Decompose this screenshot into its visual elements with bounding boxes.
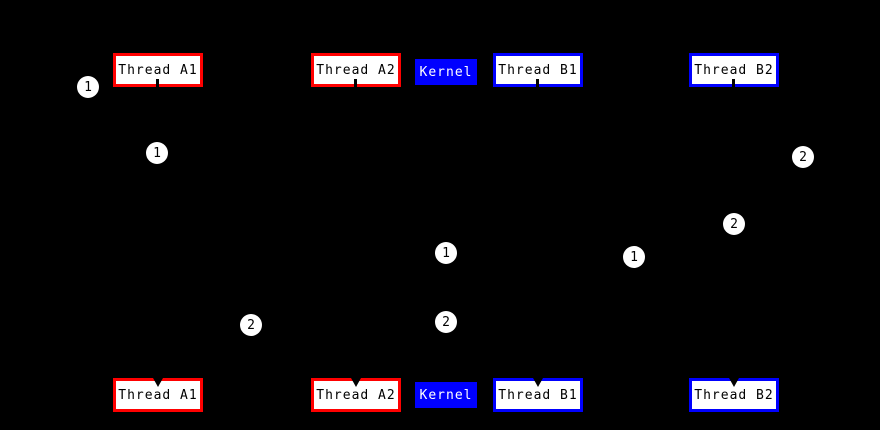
lane-label-kernel: Kernel <box>419 387 473 403</box>
arrowhead-icon <box>153 378 163 387</box>
sequence-step-marker: 2 <box>723 213 745 235</box>
lifeline-tick-icon <box>732 79 735 89</box>
lane-label-thread-b1: Thread B1 <box>498 62 578 78</box>
sequence-step-marker: 1 <box>435 242 457 264</box>
lane-label-thread-a2: Thread A2 <box>316 62 396 78</box>
lifeline-tick-icon <box>536 79 539 89</box>
lane-box-thread-b2-bottom: Thread B2 <box>689 378 779 412</box>
sequence-step-marker: 1 <box>146 142 168 164</box>
lane-box-kernel-top: Kernel <box>415 59 477 85</box>
lane-label-kernel: Kernel <box>419 64 473 80</box>
lane-box-thread-a1-bottom: Thread A1 <box>113 378 203 412</box>
lane-box-thread-b1-top: Thread B1 <box>493 53 583 89</box>
lane-box-thread-b2-top: Thread B2 <box>689 53 779 89</box>
sequence-step-marker: 2 <box>435 311 457 333</box>
lane-box-kernel-bottom: Kernel <box>415 382 477 408</box>
lane-label-thread-b2: Thread B2 <box>694 62 774 78</box>
sequence-step-marker: 1 <box>623 246 645 268</box>
lane-box-thread-a2-bottom: Thread A2 <box>311 378 401 412</box>
lane-label-thread-a1: Thread A1 <box>118 62 198 78</box>
lane-box-thread-a1-top: Thread A1 <box>113 53 203 89</box>
sequence-step-marker: 2 <box>792 146 814 168</box>
lane-box-thread-a2-top: Thread A2 <box>311 53 401 89</box>
lane-label-thread-a1: Thread A1 <box>118 387 198 403</box>
lane-label-thread-a2: Thread A2 <box>316 387 396 403</box>
lane-box-thread-b1-bottom: Thread B1 <box>493 378 583 412</box>
sequence-step-marker: 1 <box>77 76 99 98</box>
lane-label-thread-b2: Thread B2 <box>694 387 774 403</box>
arrowhead-icon <box>533 378 543 387</box>
arrowhead-icon <box>729 378 739 387</box>
lifeline-tick-icon <box>156 79 159 89</box>
arrowhead-icon <box>351 378 361 387</box>
lane-label-thread-b1: Thread B1 <box>498 387 578 403</box>
lifeline-tick-icon <box>354 79 357 89</box>
sequence-step-marker: 2 <box>240 314 262 336</box>
